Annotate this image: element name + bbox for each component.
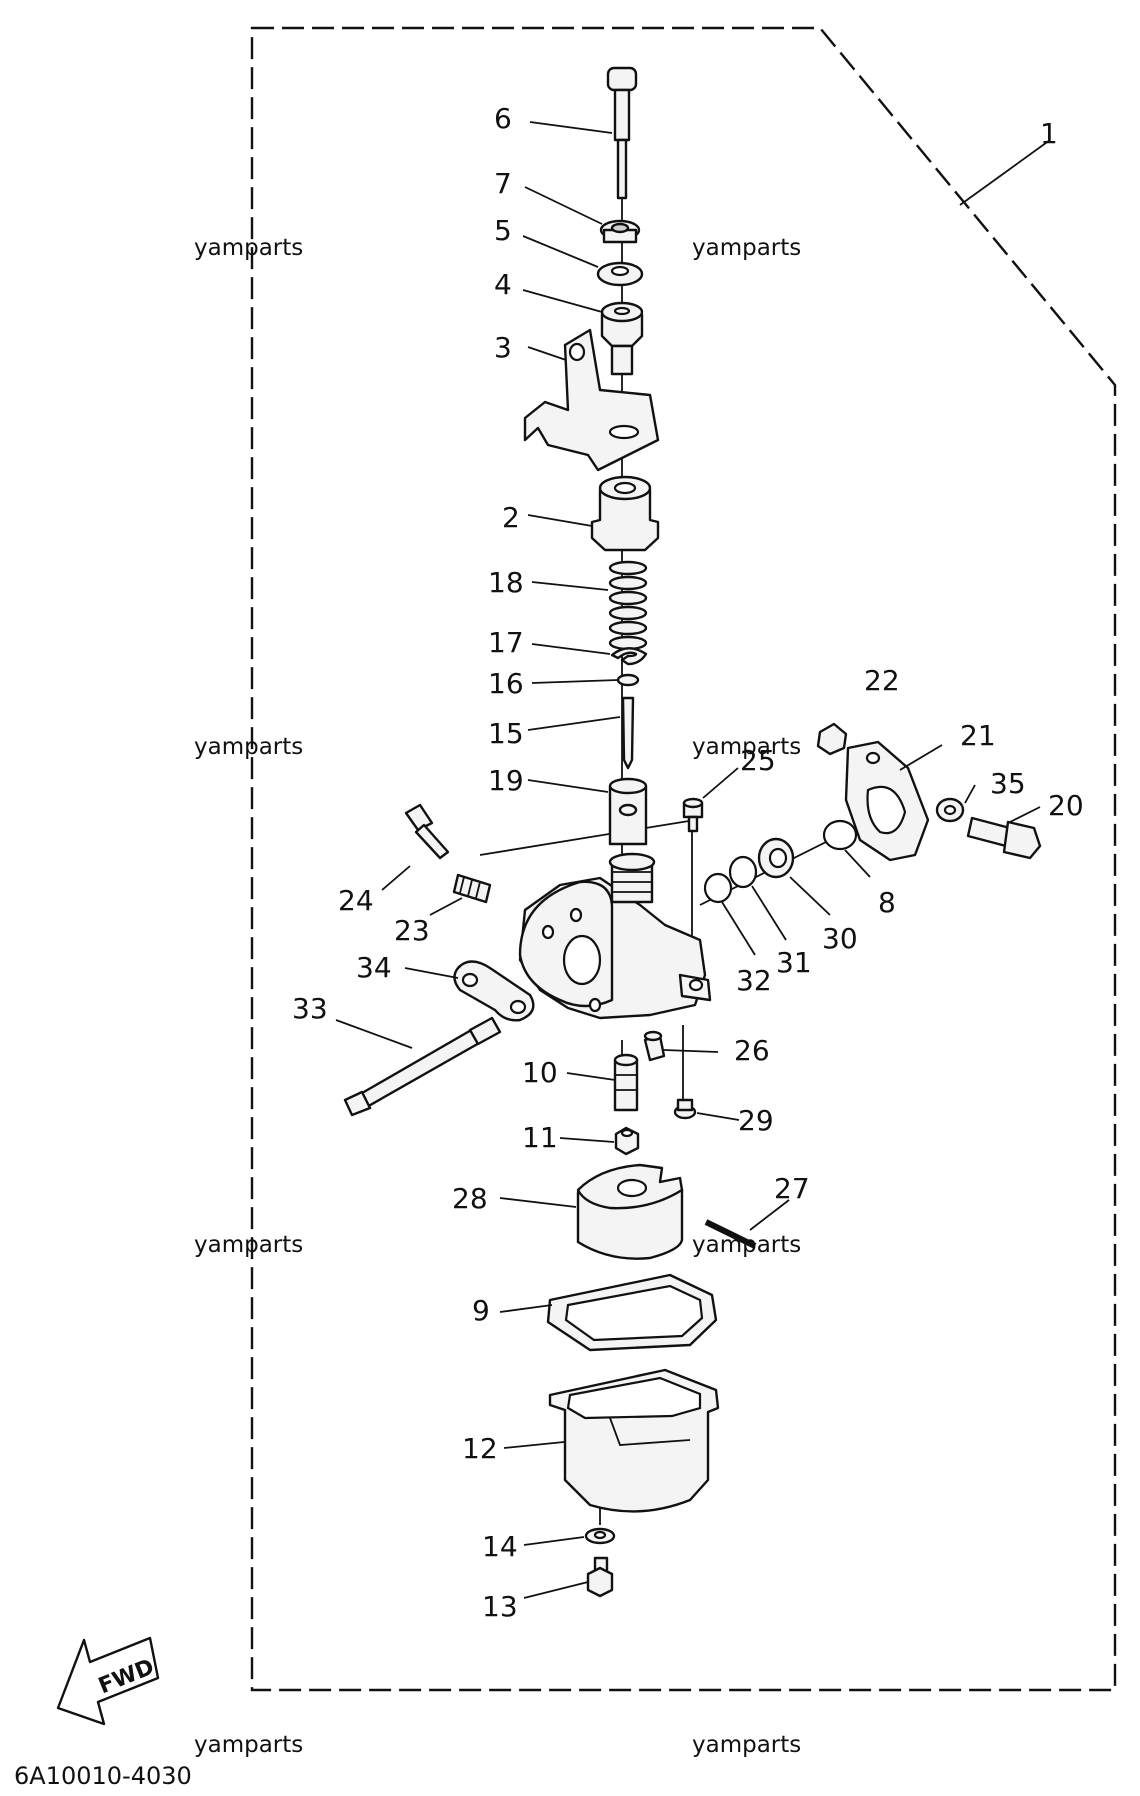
part-17-clip [610, 647, 648, 666]
part-19-throttle-valve [608, 777, 648, 846]
callout-14: 14 [482, 1530, 518, 1563]
watermark: yamparts [692, 1232, 801, 1258]
callout-28: 28 [452, 1182, 488, 1215]
callout-35: 35 [990, 767, 1026, 800]
callout-13: 13 [482, 1590, 518, 1623]
callout-31: 31 [776, 946, 812, 979]
drawing-code: 6A10010-4030 [14, 1762, 192, 1790]
callout-3: 3 [494, 331, 512, 364]
fwd-arrow-icon: FWD [56, 1636, 160, 1726]
part-12-float-bowl [548, 1368, 720, 1513]
watermark: yamparts [194, 734, 303, 760]
part-20-bolt [966, 816, 1042, 860]
callout-34: 34 [356, 951, 392, 984]
part-33-shaft [343, 1016, 502, 1117]
callout-27: 27 [774, 1172, 810, 1205]
callout-29: 29 [738, 1104, 774, 1137]
callout-11: 11 [522, 1121, 558, 1154]
callout-10: 10 [522, 1056, 558, 1089]
part-7-cap [599, 219, 641, 244]
watermark: yamparts [692, 734, 801, 760]
watermarks: yamparts yamparts yamparts yamparts yamp… [194, 235, 801, 1758]
callout-26: 26 [734, 1034, 770, 1067]
callout-32: 32 [736, 964, 772, 997]
part-34-lever-plate [453, 960, 535, 1022]
callout-5: 5 [494, 214, 512, 247]
callout-24: 24 [338, 884, 374, 917]
watermark: yamparts [194, 1732, 303, 1758]
watermark: yamparts [194, 235, 303, 261]
part-6-screw [606, 66, 638, 200]
part-18-spring [608, 560, 648, 651]
callout-6: 6 [494, 102, 512, 135]
part-30-nut [757, 837, 795, 879]
callout-12: 12 [462, 1432, 498, 1465]
watermark: yamparts [692, 1732, 801, 1758]
watermark: yamparts [194, 1232, 303, 1258]
callout-2: 2 [502, 501, 520, 534]
part-13-drain-screw [586, 1556, 614, 1598]
callout-1: 1 [1040, 117, 1058, 150]
part-2-top-cap [590, 475, 660, 552]
callout-8: 8 [878, 886, 896, 919]
callout-4: 4 [494, 268, 512, 301]
callout-23: 23 [394, 914, 430, 947]
part-27-float-pin [704, 1219, 757, 1249]
callout-17: 17 [488, 626, 524, 659]
carburetor-body [518, 852, 712, 1020]
part-14-washer [584, 1527, 616, 1545]
axis-shaft [479, 819, 696, 856]
part-11-main-jet [614, 1126, 640, 1156]
callout-33: 33 [292, 992, 328, 1025]
part-31-ring [728, 855, 758, 889]
callout-20: 20 [1048, 789, 1084, 822]
part-22-nut [816, 722, 848, 756]
assembly-boundary [250, 26, 1117, 1692]
part-8-o-ring [822, 819, 858, 851]
part-26-jet [643, 1030, 666, 1062]
part-10-nozzle [613, 1053, 639, 1112]
callout-16: 16 [488, 667, 524, 700]
callout-21: 21 [960, 719, 996, 752]
part-16-washer [616, 673, 640, 687]
part-29-screw [673, 1098, 697, 1120]
callout-18: 18 [488, 566, 524, 599]
part-21-lever [844, 740, 930, 862]
part-25-screw [682, 797, 704, 833]
callout-22: 22 [864, 664, 900, 697]
callout-labels: 1 6 7 5 4 3 2 18 17 16 15 19 25 22 21 35… [292, 102, 1084, 1623]
part-3-bracket [523, 328, 660, 472]
callout-9: 9 [472, 1294, 490, 1327]
callout-7: 7 [494, 167, 512, 200]
watermark: yamparts [692, 235, 801, 261]
part-9-gasket [546, 1273, 718, 1352]
part-24-screw [404, 803, 450, 860]
leader-lines [335, 121, 1051, 1599]
part-32-ring [703, 872, 733, 904]
part-15-needle [621, 696, 635, 770]
callout-19: 19 [488, 764, 524, 797]
callout-25: 25 [740, 744, 776, 777]
part-5-washer [596, 261, 644, 287]
callout-30: 30 [822, 922, 858, 955]
part-35-washer [935, 797, 965, 823]
part-23-spring [452, 873, 492, 904]
callout-15: 15 [488, 717, 524, 750]
part-4-fitting [600, 301, 644, 376]
part-28-float [576, 1163, 684, 1260]
